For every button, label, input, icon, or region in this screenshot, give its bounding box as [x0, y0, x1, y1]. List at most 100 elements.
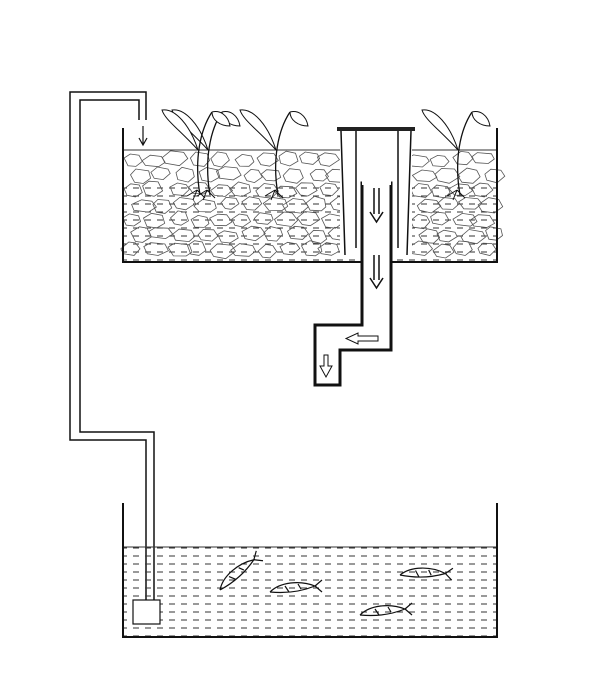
gravel-stone	[437, 197, 460, 210]
gravel-media	[120, 150, 506, 260]
gravel-stone	[257, 243, 278, 259]
flow-arrow-down-1	[369, 188, 384, 224]
flow-arrow-down-2	[369, 255, 384, 290]
gravel-stone	[477, 242, 497, 256]
gravel-stone	[167, 242, 193, 257]
gravel-stone	[469, 214, 496, 228]
gravel-stone	[263, 226, 283, 242]
fish-tank	[122, 503, 498, 638]
grow-bed-walls	[122, 128, 498, 263]
gravel-stone	[317, 242, 340, 256]
gravel-stone	[256, 152, 279, 167]
gravel-stone	[243, 168, 263, 184]
gravel-stone	[143, 242, 169, 256]
pump-return-pipe	[69, 91, 155, 600]
gravel-stone	[286, 225, 309, 240]
gravel-stone	[234, 153, 255, 167]
flow-arrow-left	[344, 332, 379, 345]
gravel-stone	[296, 211, 321, 227]
gravel-stone	[169, 210, 189, 226]
gravel-stone	[452, 150, 474, 166]
gravel-stone	[309, 168, 330, 182]
plant	[421, 109, 491, 201]
fish	[359, 602, 413, 617]
plant	[161, 109, 231, 201]
gravel-stone	[436, 229, 458, 243]
gravel-stone	[471, 152, 495, 164]
gravel-stone	[432, 243, 455, 259]
fish-tank-walls	[122, 503, 498, 638]
gravel-stone	[300, 240, 323, 257]
gravel-stone	[209, 243, 237, 260]
grow-bed-water	[124, 185, 496, 261]
fish	[269, 579, 323, 594]
gravel-stone	[193, 198, 217, 213]
gravel-stone	[241, 225, 266, 242]
gravel-stone	[274, 211, 299, 227]
gravel-stone	[130, 168, 152, 184]
fish	[399, 567, 454, 581]
gravel-stone	[471, 182, 494, 198]
gravel-stone	[161, 150, 189, 167]
gravel-stone	[189, 151, 211, 167]
gravel-stone	[305, 195, 327, 212]
gravel-stone	[210, 184, 234, 197]
gravel-stone	[458, 197, 483, 210]
gravel-stone	[308, 229, 328, 245]
gravel-stone	[220, 196, 240, 210]
gravel-stone	[130, 226, 152, 243]
gravel-stone	[231, 213, 252, 228]
gravel-stone	[279, 241, 301, 256]
gravel-stone	[452, 212, 478, 227]
gravel-stone	[253, 212, 274, 225]
fish-tank-water	[124, 547, 496, 636]
flow-arrow-out	[319, 354, 333, 379]
gravel-stone	[123, 153, 143, 167]
gravel-stone	[282, 168, 304, 184]
gravel-stone	[123, 183, 143, 198]
gravel-stone	[152, 199, 173, 214]
gravel-stone	[416, 198, 442, 214]
plants	[161, 109, 491, 201]
gravel-stone	[418, 228, 441, 244]
gravel-stone	[175, 166, 195, 183]
gravel-stone	[260, 169, 282, 182]
gravel-stone	[141, 154, 166, 168]
plant	[239, 109, 309, 201]
gravel-stone	[477, 197, 504, 214]
gravel-stone	[452, 240, 473, 256]
gravel-stone	[187, 240, 207, 256]
gravel-stone	[198, 167, 221, 183]
gravel-stone	[484, 168, 506, 184]
gravel-stone	[131, 199, 157, 213]
gravel-stone	[278, 150, 299, 167]
gravel-stone	[241, 196, 263, 211]
gravel-stone	[294, 182, 318, 197]
gravel-stone	[230, 243, 257, 257]
fish	[219, 550, 264, 591]
pump	[132, 599, 161, 625]
gravel-stone	[316, 152, 340, 167]
gravel-stone	[299, 151, 321, 165]
gravel-stone	[434, 168, 461, 184]
gravel-stone	[282, 198, 309, 214]
gravel-stone	[172, 228, 196, 243]
gravel-stone	[448, 183, 474, 196]
gravel-stone	[209, 213, 233, 227]
gravel-stone	[456, 167, 481, 184]
gravel-stone	[217, 230, 239, 244]
gravel-stone	[142, 180, 164, 197]
gravel-stone	[430, 211, 450, 226]
gravel-stone	[169, 182, 190, 196]
gravel-stone	[229, 181, 251, 197]
siphon-cap	[337, 127, 415, 131]
gravel-stone	[429, 154, 450, 168]
gravel-stone	[120, 241, 141, 256]
gravel-stone	[150, 166, 171, 181]
gravel-stone	[197, 229, 219, 242]
gravel-stone	[319, 182, 339, 196]
siphon-bell-walls	[340, 130, 412, 256]
grow-bed	[120, 128, 506, 263]
gravel-stone	[215, 166, 242, 181]
